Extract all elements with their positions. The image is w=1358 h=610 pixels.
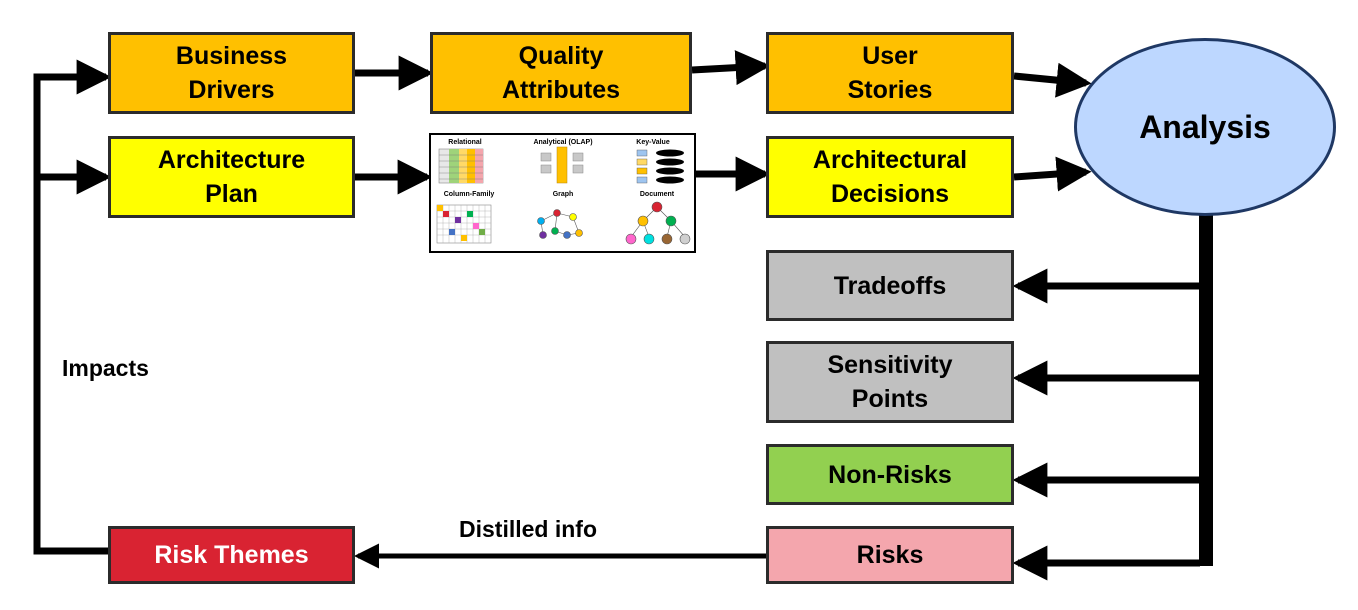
- column-family-caption: Column-Family: [443, 191, 495, 198]
- analysis-ellipse: Analysis: [1074, 38, 1336, 216]
- risk-themes-box: Risk Themes: [108, 526, 355, 584]
- relational-table-icon: [438, 148, 484, 184]
- relational-caption: Relational: [448, 139, 482, 146]
- architectural-decisions-box: Architectural Decisions: [766, 136, 1014, 218]
- business-drivers-box: Business Drivers: [108, 32, 355, 114]
- arrow-quality-to-stories: [691, 50, 771, 86]
- impacts-label: Impacts: [62, 355, 149, 381]
- document-caption: Document: [639, 191, 675, 198]
- non-risks-box: Non-Risks: [766, 444, 1014, 505]
- graph-caption: Graph: [552, 191, 574, 198]
- risks-box: Risks: [766, 526, 1014, 584]
- olap-icon: [540, 146, 584, 184]
- quality-attributes-box: Quality Attributes: [430, 32, 692, 114]
- arrow-decisions-to-analysis: [1013, 156, 1092, 192]
- olap-caption: Analytical (OLAP): [533, 139, 593, 146]
- graph-icon: [537, 209, 583, 239]
- key-value-caption: Key-Value: [636, 139, 670, 146]
- user-stories-box: User Stories: [766, 32, 1014, 114]
- arrow-stories-to-analysis: [1013, 62, 1092, 98]
- feedback-loop-line: [33, 73, 108, 555]
- column-family-icon: [436, 204, 492, 244]
- data-models-figure: Relational Analytical (OLAP) Key-Value C…: [429, 133, 696, 253]
- key-value-icon: [636, 149, 684, 184]
- sensitivity-points-box: Sensitivity Points: [766, 341, 1014, 423]
- data-models-drawing: [436, 146, 691, 245]
- tradeoffs-box: Tradeoffs: [766, 250, 1014, 321]
- distilled-info-label: Distilled info: [459, 516, 597, 542]
- architecture-plan-box: Architecture Plan: [108, 136, 355, 218]
- document-icon: [625, 201, 691, 245]
